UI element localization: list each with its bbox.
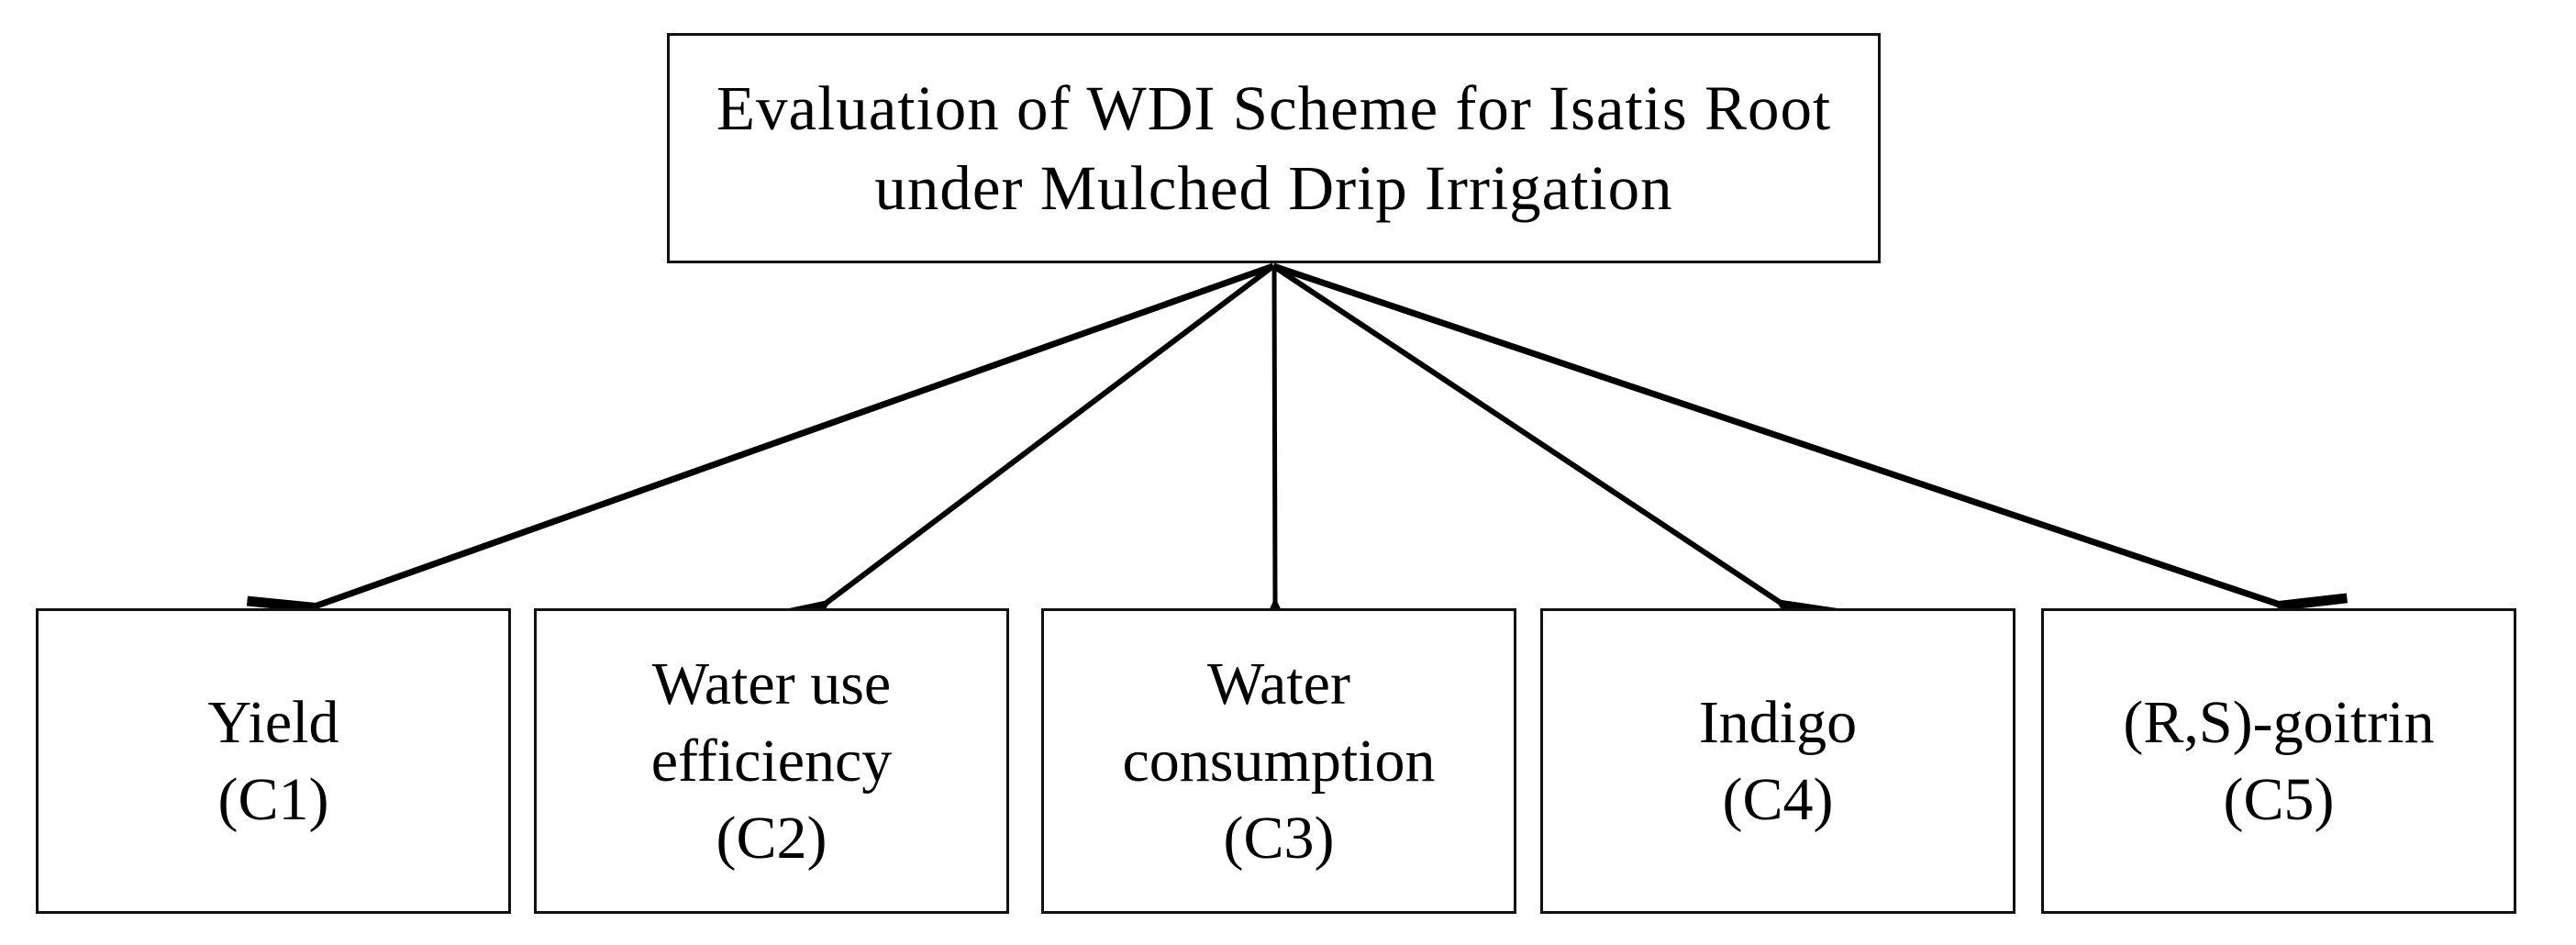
criterion-code: (C5) [2223, 765, 2335, 833]
criterion-label: Water use efficiency [650, 650, 893, 795]
criterion-code: (C4) [1722, 765, 1834, 833]
criterion-box-c3: Water consumption (C3) [1041, 608, 1516, 914]
arrow-to-c5 [1271, 262, 2282, 606]
criterion-label: Yield [207, 688, 339, 756]
criterion-code: (C2) [716, 804, 827, 872]
criterion-code: (C1) [217, 765, 329, 833]
goal-box-label: Evaluation of WDI Scheme for Isatis Root… [716, 72, 1832, 223]
criterion-code: (C3) [1223, 804, 1335, 872]
criterion-box-c1: Yield (C1) [36, 608, 511, 914]
criterion-label: (R,S)-goitrin [2123, 688, 2435, 756]
criterion-label: Water consumption [1122, 650, 1436, 795]
criterion-box-c2: Water use efficiency (C2) [534, 608, 1009, 914]
criterion-box-c5: (R,S)-goitrin (C5) [2041, 608, 2516, 914]
arrow-to-c1 [312, 262, 1275, 607]
arrow-to-c2 [823, 263, 1275, 606]
arrow-to-c4 [1271, 263, 1783, 605]
goal-box: Evaluation of WDI Scheme for Isatis Root… [667, 33, 1881, 263]
criterion-box-c4: Indigo (C4) [1540, 608, 2015, 914]
arrow-to-c3 [1274, 265, 1275, 606]
criterion-label: Indigo [1698, 688, 1858, 756]
